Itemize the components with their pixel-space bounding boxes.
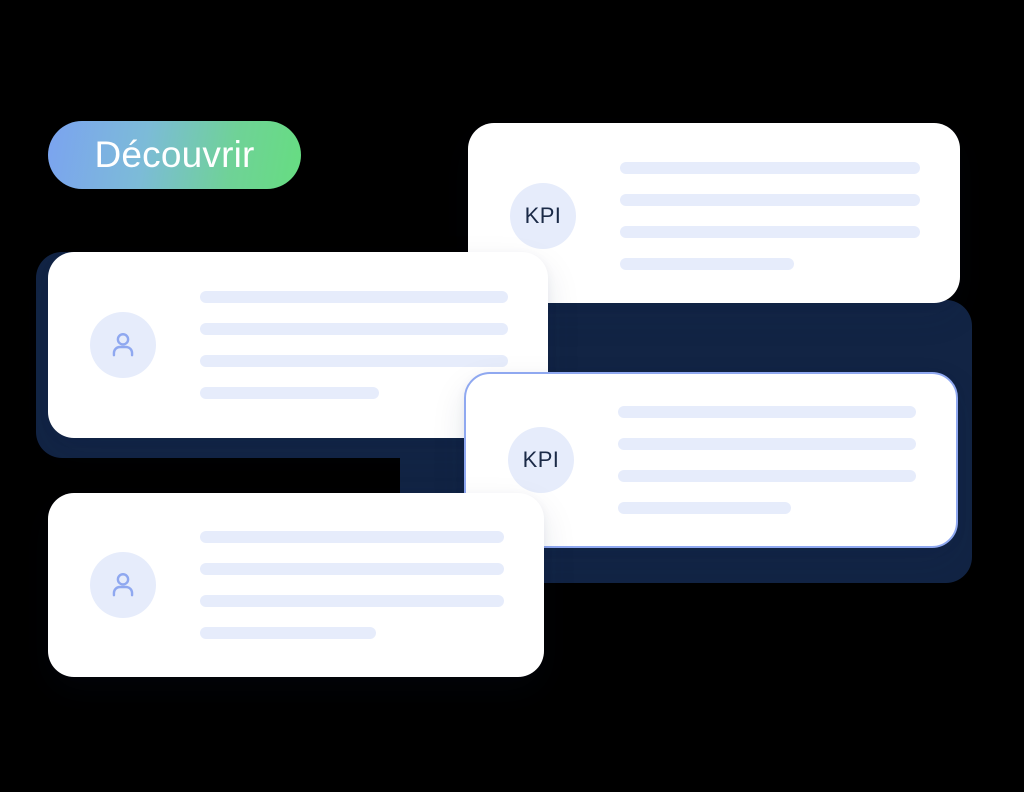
placeholder-line-short — [200, 627, 377, 639]
placeholder-line — [620, 226, 920, 238]
kpi-card-top[interactable]: KPI — [468, 123, 960, 303]
user-avatar — [90, 312, 156, 378]
person-icon — [112, 573, 134, 597]
placeholder-line — [200, 355, 508, 367]
placeholder-line-short — [620, 258, 794, 270]
placeholder-line — [200, 595, 504, 607]
placeholder-line-short — [200, 387, 379, 399]
placeholder-line — [618, 406, 916, 418]
discover-button[interactable]: Découvrir — [48, 121, 301, 189]
kpi-badge: KPI — [510, 183, 576, 249]
placeholder-line — [618, 438, 916, 450]
kpi-badge-label: KPI — [522, 447, 560, 472]
placeholder-line-group — [618, 406, 916, 514]
placeholder-line — [200, 531, 504, 543]
kpi-badge-label: KPI — [524, 203, 562, 228]
kpi-card-bottom[interactable]: KPI — [464, 372, 958, 548]
user-card-bottom[interactable] — [48, 493, 544, 677]
person-icon — [112, 333, 134, 357]
placeholder-line-group — [200, 531, 504, 639]
user-avatar — [90, 552, 156, 618]
placeholder-line-group — [200, 291, 508, 399]
kpi-badge: KPI — [508, 427, 574, 493]
placeholder-line — [618, 470, 916, 482]
placeholder-line — [200, 291, 508, 303]
placeholder-line-group — [620, 162, 920, 270]
placeholder-line — [620, 194, 920, 206]
placeholder-line — [200, 563, 504, 575]
placeholder-line — [200, 323, 508, 335]
placeholder-line-short — [618, 502, 791, 514]
placeholder-line — [620, 162, 920, 174]
